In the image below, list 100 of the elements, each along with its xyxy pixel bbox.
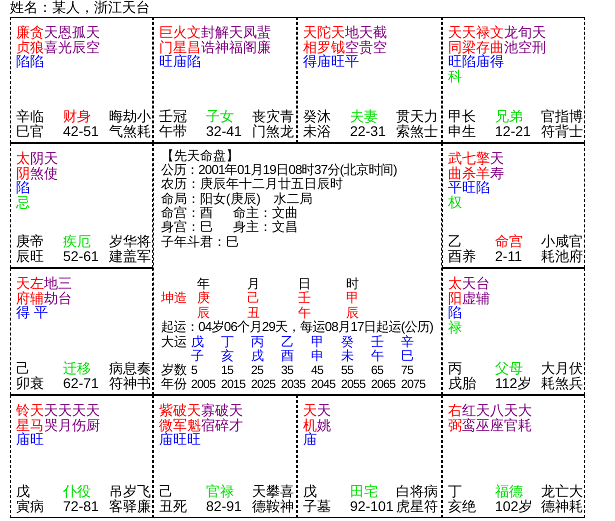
spirit-stars: 丧灾青: [252, 109, 294, 123]
spirit-stars: 符背士: [541, 124, 583, 138]
star-row: 曲杀羊寿: [448, 166, 504, 180]
luck-branch: 未: [341, 349, 354, 363]
chart-title: 【先天命盘】: [161, 149, 239, 163]
palace-cell: [153, 395, 297, 518]
spirit-stars: 白将病: [396, 484, 438, 498]
star-row: 廉贪天恩孤天: [16, 25, 100, 39]
spirit-stars: 小咸官: [541, 234, 583, 248]
spirit-stars: 建盖军: [109, 249, 151, 263]
star-row: 贞狼喜光辰空: [16, 40, 100, 54]
palace-name: 仆役: [63, 484, 91, 498]
stem-label: 酉养: [448, 249, 476, 263]
brightness-row: 陷陷: [16, 54, 44, 68]
luck-branch: 申: [311, 349, 324, 363]
brightness-row: 旺陷庙得: [448, 54, 504, 68]
palace-cell: [297, 395, 442, 518]
spirit-stars: 龙亡大: [541, 484, 583, 498]
brightness-row: 平旺陷: [448, 180, 490, 194]
spirit-stars: 病息奏: [109, 361, 151, 375]
transformation-mark: 权: [448, 194, 462, 208]
luck-branch: 午: [371, 349, 384, 363]
luck-stem: 甲: [311, 335, 324, 349]
luck-branch: 亥: [221, 349, 234, 363]
stem-label: 未浴: [303, 124, 331, 138]
stem-label: 己: [159, 484, 173, 498]
palace-cell: [442, 143, 585, 268]
star-row: 右红天八天大: [448, 403, 532, 417]
star-row: 武七擎天: [448, 151, 504, 165]
age-range: 92-101: [350, 499, 394, 513]
age-range: 62-71: [63, 376, 99, 390]
year-number: 2055: [341, 377, 366, 391]
age-number: 75: [401, 363, 414, 377]
stem-label: 丑死: [159, 499, 187, 513]
palace-name: 命宫: [495, 234, 523, 248]
age-number: 15: [221, 363, 234, 377]
star-row: 天陀天地天截: [303, 25, 387, 39]
stem-label: 壬冠: [159, 109, 187, 123]
spirit-stars: 符神书: [109, 376, 151, 390]
luck-stem: 乙: [281, 335, 294, 349]
pillar-branch: 丑: [247, 306, 260, 320]
age-range: 12-21: [495, 124, 531, 138]
spirit-stars: 大月伏: [541, 361, 583, 375]
brightness-row: 庙旺: [16, 432, 44, 446]
stem-label: 己: [16, 361, 30, 375]
palace-name: 夫妻: [350, 109, 378, 123]
info-line: 子年斗君：巳: [161, 235, 239, 249]
stem-label: 戊: [303, 484, 317, 498]
palace-cell: [10, 17, 153, 143]
brightness-row: 庙旺旺: [159, 432, 201, 446]
chart-info-panel: [153, 143, 442, 395]
age-number: 35: [281, 363, 294, 377]
palace-cell: [10, 268, 153, 395]
age-number: 25: [251, 363, 264, 377]
spirit-stars: 贯天力: [396, 109, 438, 123]
year-number: 2045: [311, 377, 336, 391]
palace-cell: [442, 395, 585, 518]
age-range: 32-41: [206, 124, 242, 138]
transformation-mark: 忌: [16, 194, 30, 208]
star-row: 太天台: [448, 276, 490, 290]
age-number: 45: [311, 363, 324, 377]
age-range: 2-11: [495, 249, 522, 263]
info-line: 起运：04岁06个月29天，每运08月17日起运(公历): [161, 320, 434, 334]
spirit-stars: 岁华将: [109, 234, 151, 248]
palace-name: 兄弟: [495, 109, 523, 123]
age-number: 65: [371, 363, 384, 377]
stem-label: 辰旺: [16, 249, 44, 263]
year-number: 2005: [191, 377, 216, 391]
info-line: 命主：文曲: [233, 206, 298, 220]
spirit-stars: 门煞龙: [252, 124, 294, 138]
luck-branch: 酉: [281, 349, 294, 363]
year-number: 2035: [281, 377, 306, 391]
star-row: 门星昌诰神福阁廉: [159, 40, 271, 54]
palace-cell: [10, 143, 153, 268]
row-label: 年份: [161, 377, 187, 391]
star-row: 机姚: [303, 418, 331, 432]
star-row: 府辅劫台: [16, 290, 72, 304]
star-row: 同梁存曲池空刑: [448, 40, 546, 54]
spirit-stars: 耗池府: [541, 249, 583, 263]
spirit-stars: 客驿廉: [109, 499, 151, 513]
star-row: 弼鸾巫座官耗: [448, 418, 532, 432]
stem-label: 申生: [448, 124, 476, 138]
stem-label: 癸沐: [303, 109, 331, 123]
stem-label: 戊: [16, 484, 30, 498]
star-row: 阳虚辅: [448, 290, 490, 304]
spirit-stars: 吊岁飞: [109, 484, 151, 498]
luck-branch: 子: [191, 349, 204, 363]
pillar-header: 时: [346, 277, 359, 291]
age-range: 72-81: [63, 499, 99, 513]
luck-stem: 辛: [401, 335, 414, 349]
stem-label: 甲长: [448, 109, 476, 123]
year-number: 2025: [251, 377, 276, 391]
spirit-stars: 耗煞兵: [541, 376, 583, 390]
palace-cell: [10, 395, 153, 518]
age-range: 22-31: [350, 124, 386, 138]
star-row: 相罗钺空贵空: [303, 40, 387, 54]
spirit-stars: 天攀喜: [252, 484, 294, 498]
brightness-row: 旺庙陷: [159, 54, 201, 68]
spirit-stars: 官指博: [541, 109, 583, 123]
luck-stem: 戊: [191, 335, 204, 349]
